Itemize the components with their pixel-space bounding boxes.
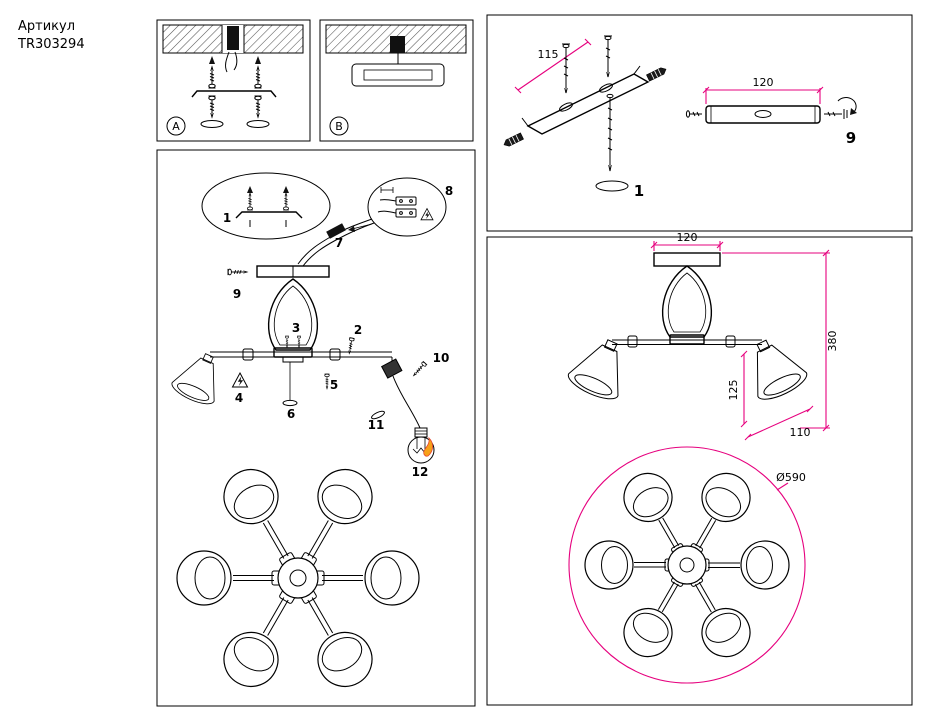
rotate-arrow-icon [837,97,857,113]
frame-loop-inner [667,272,707,333]
drill-hole [246,120,270,128]
part-label-3: 3 [292,321,300,335]
wire-outlet [390,36,405,53]
callout-bracket: 1 [201,172,331,240]
part-label-1: 1 [223,211,231,225]
article-label: Артикул [18,19,76,34]
frame-loop-inner [273,285,313,346]
option-a-label: A [172,120,180,133]
bulb-glass [407,436,435,464]
fixture-top-view [176,459,420,697]
arm-connector [329,348,341,361]
dimension-line-115 [517,41,589,91]
option-a-badge [166,116,186,136]
part-label-2: 2 [354,323,362,337]
arm-connector [627,335,638,348]
canopy-plate-inner [363,69,433,81]
dimension-canopy-120: 120 [677,231,698,244]
bracket-assembly: 115 [502,35,668,200]
arm-connector [242,348,254,361]
part-label-12: 12 [412,465,429,479]
panel-assembly: 1 8 [156,149,476,707]
canopy-plate [351,63,445,87]
option-b-badge [329,116,349,136]
callout-wiring: 8 [348,177,453,237]
wire-outlet [227,26,239,50]
screw-icon [604,35,612,78]
pointer-arrow-icon [348,226,355,232]
panel-dimensions: 120 380 125 [486,231,913,706]
center-hub [277,557,319,599]
wire [377,210,397,214]
mounting-bracket [235,211,303,219]
bracket-slot [599,83,613,93]
dimension-120: 120 [753,76,774,89]
part-label-8: 8 [445,184,453,198]
screw-icon [562,43,570,94]
rod-assembly: 120 [685,76,857,147]
socket-wire [392,375,421,429]
frame-loop [662,265,712,338]
fixture-front-view: 9 3 2 4 5 [168,265,450,479]
shade-ring [371,410,385,420]
supply-wires: 7 [297,218,375,267]
dimensioned-front-view: 120 380 125 [564,231,839,441]
dimension-height-380: 380 [826,331,839,352]
long-screw-icon [606,93,614,172]
ceiling-hole-outline [595,180,629,192]
mounting-bracket [526,73,650,135]
dimension-diameter-590: Ø590 [776,471,806,484]
center-hub [667,545,707,585]
dimension-shade-125: 125 [727,380,740,401]
dimension-115: 115 [538,48,559,61]
article-code: TR303294 [18,37,85,52]
option-b-label: B [335,120,343,133]
heat-flame-icon [423,436,434,457]
light-bulb [407,427,435,464]
center-hub-inner [289,569,307,587]
arrow-up-icon [255,56,261,64]
mounting-rod [705,105,821,124]
dimension-shade-110: 110 [790,426,811,439]
wire [379,199,397,202]
arrow-up-icon [247,186,253,193]
panel-hardware: 115 [486,14,913,232]
washer-ring [282,399,298,407]
screw-icon [685,110,702,118]
lamp-socket [380,358,403,379]
dimension-line-shade-width [747,408,811,438]
part-label-4: 4 [235,391,243,405]
rod-slot [754,110,772,118]
arrow-up-icon [283,186,289,193]
drill-hole [200,120,224,128]
arrow-up-icon [209,56,215,64]
wire [233,51,238,71]
terminal-cover [326,223,346,239]
diameter-circle [568,446,806,684]
screw-icon [824,97,857,119]
panel-mount-option-b: B [319,19,474,142]
dimensioned-top-view: Ø590 [568,446,806,684]
wire [225,51,230,73]
part-label-5: 5 [330,378,338,392]
part-label-7: 7 [335,236,343,250]
part-label-9: 9 [233,287,241,301]
arm-connector [725,335,736,348]
part-label-screw-9: 9 [846,129,856,147]
article-header: Артикул TR303294 [18,18,85,54]
bracket-slot [559,102,573,112]
panel-mount-option-a: A [156,19,311,142]
part-label-11: 11 [368,418,385,432]
part-label-6: 6 [287,407,295,421]
part-label-10: 10 [433,351,450,365]
center-hub-inner [679,557,695,573]
mounting-bracket [191,90,277,98]
part-label-bracket-1: 1 [634,182,644,200]
frame-loop [268,278,318,351]
